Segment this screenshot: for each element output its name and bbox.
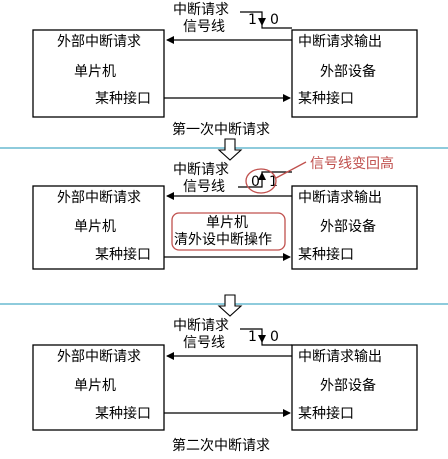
panel-3-signal-label-1: 中断请求 <box>173 318 229 334</box>
panel-1-falling-edge-arrow <box>258 18 266 26</box>
panel-3-some-interface-left: 某种接口 <box>95 405 151 422</box>
panel-1-caption: 第一次中断请求 <box>172 121 270 138</box>
panel-3-mcu-box <box>32 344 165 431</box>
panel-3-external-device-label: 外部设备 <box>320 377 376 394</box>
panel-2-bit-zero: 0 <box>251 174 260 190</box>
panel-2: 中断请求 信号线 0 1 信号线变回高 外部中断请求 单片机 某种接口 中断请求… <box>32 155 418 270</box>
panel-3-external-interrupt-request: 外部中断请求 <box>57 349 141 365</box>
panel-2-interrupt-request-output: 中断请求输出 <box>298 190 382 206</box>
panel-3: 中断请求 信号线 1 0 外部中断请求 单片机 某种接口 中断请求输出 外部设备… <box>32 318 418 454</box>
panel-1-mcu-label: 单片机 <box>74 64 116 80</box>
panel-1: 中断请求 信号线 1 0 外部中断请求 单片机 某种接口 中断请求输出 外部设备… <box>32 2 418 138</box>
down-arrow-1 <box>217 138 243 161</box>
panel-2-clear-interrupt-box <box>171 212 286 251</box>
panel-3-signal-label-2: 信号线 <box>183 335 225 351</box>
panel-2-mcu-label: 单片机 <box>74 219 116 235</box>
panel-2-some-interface-right: 某种接口 <box>298 246 354 263</box>
panel-1-signal-label-1: 中断请求 <box>173 2 229 18</box>
panel-2-signal-back-high: 信号线变回高 <box>310 155 394 172</box>
panel-2-some-interface-left: 某种接口 <box>95 246 151 263</box>
panel-1-mcu-box <box>32 29 165 118</box>
panel-2-clear-interrupt-line2: 清外设中断操作 <box>174 232 272 248</box>
panel-1-bit-zero: 0 <box>270 12 279 28</box>
panel-1-bit-one: 1 <box>248 12 257 28</box>
panel-2-bit-one: 1 <box>269 174 278 190</box>
panel-3-interrupt-request-output: 中断请求输出 <box>298 349 382 365</box>
panel-2-device-box <box>291 185 418 270</box>
panel-3-some-interface-right: 某种接口 <box>298 405 354 422</box>
panel-1-interrupt-request-output: 中断请求输出 <box>298 34 382 50</box>
panel-1-signal-label-2: 信号线 <box>183 19 225 35</box>
panel-1-some-interface-left: 某种接口 <box>95 90 151 107</box>
panel-1-external-device-label: 外部设备 <box>320 63 376 80</box>
panel-1-device-box <box>291 29 418 118</box>
panel-2-signal-label-1: 中断请求 <box>173 162 229 178</box>
panel-2-external-interrupt-request: 外部中断请求 <box>57 190 141 206</box>
panel-2-callout-line <box>275 161 307 179</box>
panel-3-device-box <box>291 344 418 431</box>
panel-2-mcu-box <box>32 185 165 270</box>
panel-2-external-device-label: 外部设备 <box>320 218 376 235</box>
panel-2-rising-edge-arrow <box>258 172 266 180</box>
panel-1-some-interface-right: 某种接口 <box>298 90 354 107</box>
panel-2-highlight-ellipse <box>245 168 277 194</box>
panel-3-caption: 第二次中断请求 <box>172 437 270 454</box>
panel-3-bit-one: 1 <box>248 329 257 345</box>
panel-3-bit-zero: 0 <box>270 329 279 345</box>
panel-1-external-interrupt-request: 外部中断请求 <box>57 34 141 50</box>
panel-2-signal-label-2: 信号线 <box>183 179 225 195</box>
panel-2-clear-interrupt-line1: 单片机 <box>206 215 248 231</box>
panel-3-falling-edge-arrow <box>258 335 266 343</box>
down-arrow-2 <box>217 294 243 317</box>
panel-3-mcu-label: 单片机 <box>74 378 116 394</box>
